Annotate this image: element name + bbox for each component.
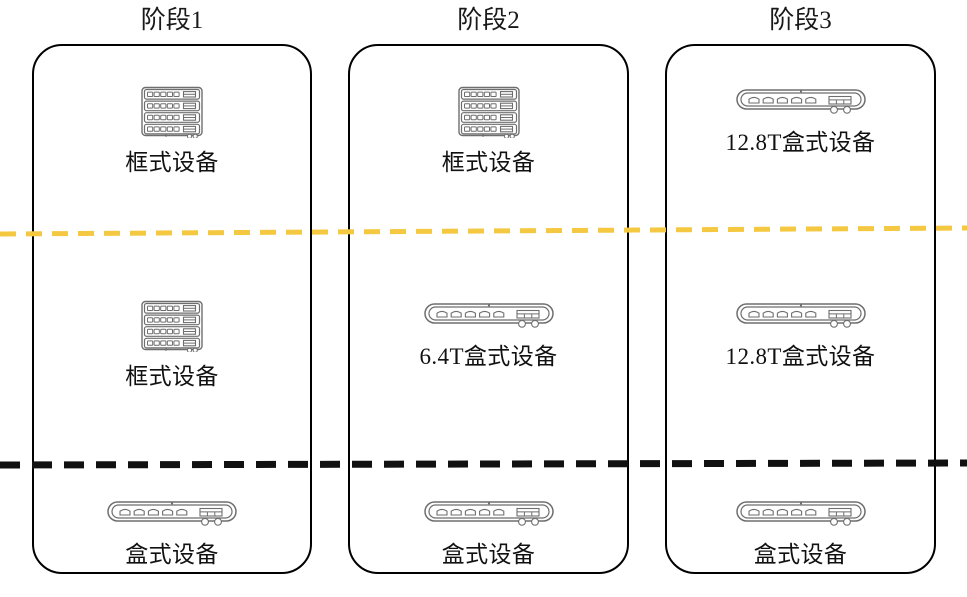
box-device-icon — [423, 498, 555, 530]
device-label: 12.8T盒式设备 — [725, 130, 876, 155]
device-label: 框式设备 — [125, 364, 219, 389]
device-label: 盒式设备 — [125, 542, 219, 567]
device-label: 盒式设备 — [753, 542, 848, 567]
box-device-icon — [735, 86, 867, 118]
stage-panel-2 — [348, 44, 629, 574]
stage-2-row-2: 6.4T盒式设备 — [348, 300, 629, 370]
box-device-icon — [735, 498, 867, 530]
stage-1-row-3: 盒式设备 — [32, 498, 312, 568]
stage-2-row-3: 盒式设备 — [348, 498, 629, 568]
chassis-device-icon — [139, 86, 205, 138]
stage-3-row-1: 12.8T盒式设备 — [665, 86, 936, 156]
chassis-device-icon — [139, 300, 205, 352]
device-label: 框式设备 — [441, 150, 536, 175]
chassis-device-icon — [456, 86, 522, 138]
device-label: 盒式设备 — [441, 542, 536, 567]
stage-2-row-1: 框式设备 — [348, 86, 629, 176]
box-device-icon — [735, 300, 867, 332]
device-label: 框式设备 — [125, 150, 219, 175]
stage-title-2: 阶段2 — [457, 7, 520, 34]
stage-3-row-3: 盒式设备 — [665, 498, 936, 568]
device-label: 6.4T盒式设备 — [419, 344, 558, 369]
stage-3-row-2: 12.8T盒式设备 — [665, 300, 936, 370]
stage-panel-3 — [665, 44, 936, 574]
stage-title-3: 阶段3 — [769, 7, 832, 34]
stage-panel-1 — [32, 44, 312, 574]
box-device-icon — [423, 300, 555, 332]
box-device-icon — [106, 498, 238, 530]
stage-1-row-1: 框式设备 — [32, 86, 312, 176]
device-label: 12.8T盒式设备 — [725, 344, 876, 369]
stage-1-row-2: 框式设备 — [32, 300, 312, 390]
stage-title-1: 阶段1 — [140, 7, 204, 34]
